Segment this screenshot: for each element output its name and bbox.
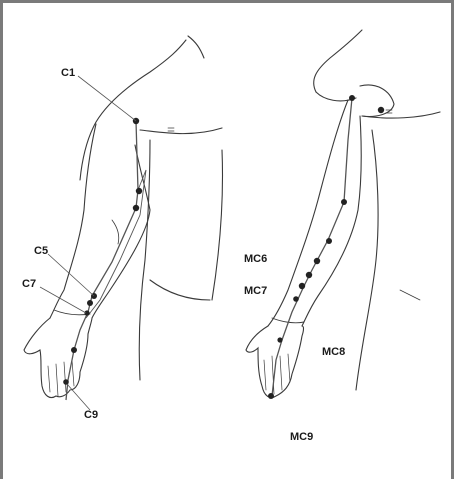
left-nipple-mark: [168, 128, 174, 131]
left-elbow-crease: [112, 220, 119, 244]
left-torso-outline: [139, 140, 150, 380]
acupoint: [306, 272, 312, 278]
right-shoulder-blade: [360, 85, 394, 117]
left-body-hip: [150, 280, 210, 300]
left-torso-right-outline: [212, 150, 223, 300]
acupoint: [133, 205, 139, 211]
acupoint-c7: [84, 310, 89, 315]
label-mc6: MC6: [244, 253, 267, 265]
acupoint: [326, 238, 332, 244]
acupoint: [87, 300, 93, 306]
left-hand-outline: [24, 318, 92, 398]
acupoint-mc7: [299, 283, 305, 289]
left-upper-arm-outer: [50, 124, 96, 318]
label-c5: C5: [34, 245, 48, 257]
right-upper-arm-inner: [302, 116, 361, 326]
point-labels: C1 C5 C7 C9 MC6 MC7 MC8 MC9: [22, 67, 345, 443]
right-hand-outline: [246, 326, 304, 398]
label-c9: C9: [84, 409, 98, 421]
left-meridian-line: [66, 121, 146, 400]
label-c7: C7: [22, 278, 36, 290]
right-torso-outline: [356, 130, 378, 390]
left-leader-lines: [40, 76, 136, 410]
label-mc8: MC8: [322, 346, 345, 358]
right-back-line: [362, 112, 440, 118]
left-shoulder-outline: [80, 40, 186, 180]
left-chest-outline: [140, 128, 222, 134]
left-arm-figure: [24, 36, 223, 398]
left-neck-outline: [188, 36, 204, 58]
acupoint-c9: [63, 379, 69, 385]
acupoint: [341, 199, 347, 205]
acupoint: [293, 296, 299, 302]
acupoint-mc6: [314, 258, 320, 264]
label-mc9: MC9: [290, 431, 313, 443]
acupoint-mc8: [277, 337, 282, 342]
label-mc7: MC7: [244, 285, 267, 297]
right-arm-figure: [246, 30, 440, 398]
right-upper-arm-outer: [268, 100, 348, 326]
right-torso-mark: [400, 290, 420, 300]
acupoint: [136, 188, 142, 194]
acupoint-mc9: [268, 393, 274, 399]
label-c1: C1: [61, 67, 75, 79]
acupoint: [71, 347, 77, 353]
acupoint: [349, 95, 355, 101]
right-neck-outline: [314, 30, 362, 92]
acupoint: [378, 107, 384, 113]
